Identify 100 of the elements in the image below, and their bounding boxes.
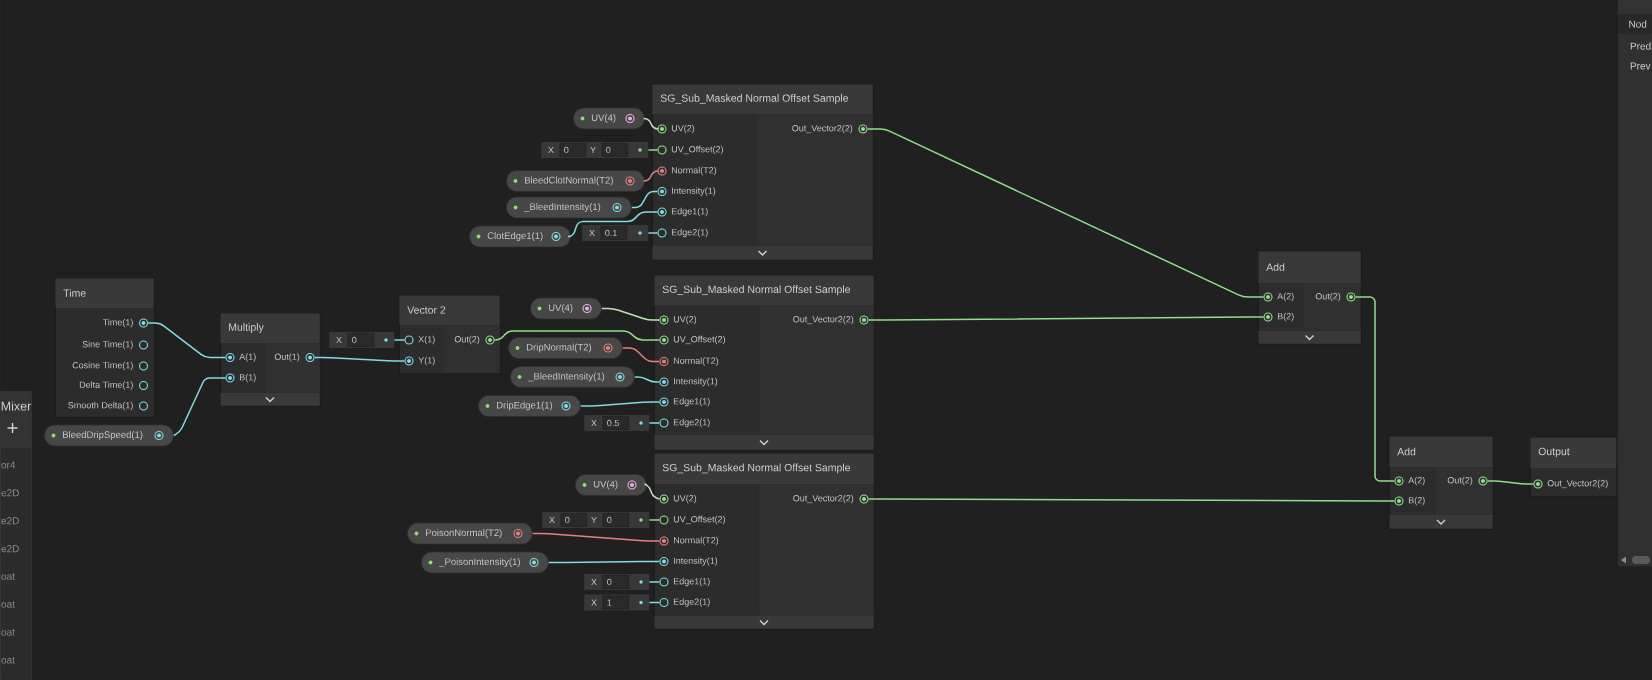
property-label: UV(4) xyxy=(548,304,573,313)
list-item: Pred xyxy=(1630,42,1651,50)
port-label: Delta Time(1) xyxy=(79,381,133,390)
property-label: UV(4) xyxy=(593,480,618,490)
port-label: Edge1(1) xyxy=(673,577,710,587)
port-label: Out(2) xyxy=(1447,476,1473,486)
node-title: Add xyxy=(1266,263,1285,271)
list-item: oat xyxy=(1,573,15,580)
property-label: UV(4) xyxy=(591,114,616,123)
port-label: Intensity(1) xyxy=(674,377,718,387)
input-field: 0 xyxy=(602,575,630,589)
connector xyxy=(648,422,661,424)
node-title: SG_Sub_Masked Normal Offset Sample xyxy=(660,94,848,104)
connector xyxy=(866,128,1265,298)
connector xyxy=(631,190,659,209)
property-label: _PoisonIntensity(1) xyxy=(439,558,520,567)
port-label: X(1) xyxy=(418,335,435,345)
port-label: Out(1) xyxy=(274,353,300,362)
connector xyxy=(567,211,659,238)
input-field: 0.1 xyxy=(600,226,628,240)
connector xyxy=(647,149,659,151)
node-title: SG_Sub_Masked Normal Offset Sample xyxy=(662,285,850,296)
connector xyxy=(601,307,661,321)
connector xyxy=(580,401,661,407)
port-label: A(2) xyxy=(1277,292,1294,302)
list-item: or4 xyxy=(1,461,16,469)
connector xyxy=(647,232,659,234)
port-label: Edge2(1) xyxy=(673,598,710,607)
list-item: e2D xyxy=(1,545,19,553)
connector xyxy=(173,377,227,437)
port-label: Cosine Time(1) xyxy=(72,361,133,371)
port-label: B(1) xyxy=(239,373,256,383)
port-label: Out_Vector2(2) xyxy=(793,494,854,504)
port-label: B(2) xyxy=(1408,496,1425,506)
port-label: Edge1(1) xyxy=(671,207,708,217)
node-title: Add xyxy=(1397,447,1416,456)
axis-label: Y xyxy=(591,516,597,524)
port-label: UV_Offset(2) xyxy=(673,515,725,525)
axis-label: Y xyxy=(590,146,596,154)
property-label: _BleedIntensity(1) xyxy=(524,203,601,212)
port-label: UV(2) xyxy=(673,494,697,504)
connector xyxy=(634,376,661,383)
list-item: oat xyxy=(1,601,15,608)
connector xyxy=(393,339,406,341)
input-field: 0 xyxy=(559,143,587,157)
port-label: Out_Vector2(2) xyxy=(792,124,853,134)
port-label: Smooth Delta(1) xyxy=(68,401,133,411)
input-field: 0.5 xyxy=(602,416,630,430)
input-field: 0 xyxy=(347,333,375,347)
node-title: Output xyxy=(1538,447,1570,458)
port-label: UV_Offset(2) xyxy=(673,335,725,345)
port-label: Out_Vector2(2) xyxy=(793,315,854,325)
connector xyxy=(867,316,1265,321)
property-label: BleedClotNormal(T2) xyxy=(525,176,613,186)
connector xyxy=(622,347,661,363)
port-label: Edge2(1) xyxy=(671,228,708,238)
property-label: BleedDripSpeed(1) xyxy=(63,431,143,440)
connector xyxy=(147,322,227,359)
port-label: Normal(T2) xyxy=(673,536,719,546)
property-label: _BleedIntensity(1) xyxy=(528,372,605,382)
property-label: PoisonNormal(T2) xyxy=(426,529,502,538)
port-label: Out_Vector2(2) xyxy=(1547,479,1608,489)
node-title: SG_Sub_Masked Normal Offset Sample xyxy=(662,463,850,474)
port-label: Out(2) xyxy=(454,335,480,345)
property-label: DripEdge1(1) xyxy=(497,401,553,411)
port-label: Normal(T2) xyxy=(673,357,719,366)
connector xyxy=(548,560,661,564)
connector xyxy=(532,532,661,542)
node-title: Time xyxy=(63,289,86,297)
connector xyxy=(648,581,661,583)
connector xyxy=(313,356,406,362)
node-title: Multiply xyxy=(229,323,264,333)
property-label: DripNormal(T2) xyxy=(527,343,592,353)
connector xyxy=(1486,480,1535,485)
port-label: Out(2) xyxy=(1315,292,1341,302)
port-label: UV(2) xyxy=(671,124,695,134)
connector xyxy=(867,498,1396,502)
port-label: A(2) xyxy=(1408,476,1425,486)
connector xyxy=(648,601,661,604)
list-item: oat xyxy=(1,657,15,664)
port-label: Time(1) xyxy=(102,318,133,328)
property-label: ClotEdge1(1) xyxy=(487,232,543,241)
list-item: Prev xyxy=(1630,62,1651,70)
input-field: 0 xyxy=(602,513,630,527)
connector xyxy=(643,483,661,500)
axis-label: X xyxy=(591,578,597,586)
port-label: UV(2) xyxy=(673,315,697,325)
axis-label: X xyxy=(591,599,597,606)
port-label: UV_Offset(2) xyxy=(671,145,723,155)
node-title: Vector 2 xyxy=(407,306,446,314)
list-item: e2D xyxy=(1,489,19,497)
port-label: Intensity(1) xyxy=(672,187,716,196)
tab-title: Nod xyxy=(1629,20,1647,28)
port-label: Intensity(1) xyxy=(674,557,718,566)
panel-title: Mixer xyxy=(1,401,32,411)
port-label: B(2) xyxy=(1277,312,1294,322)
port-label: A(1) xyxy=(239,353,256,362)
connector xyxy=(648,519,661,521)
connector xyxy=(493,330,661,341)
input-field: 1 xyxy=(602,595,630,610)
